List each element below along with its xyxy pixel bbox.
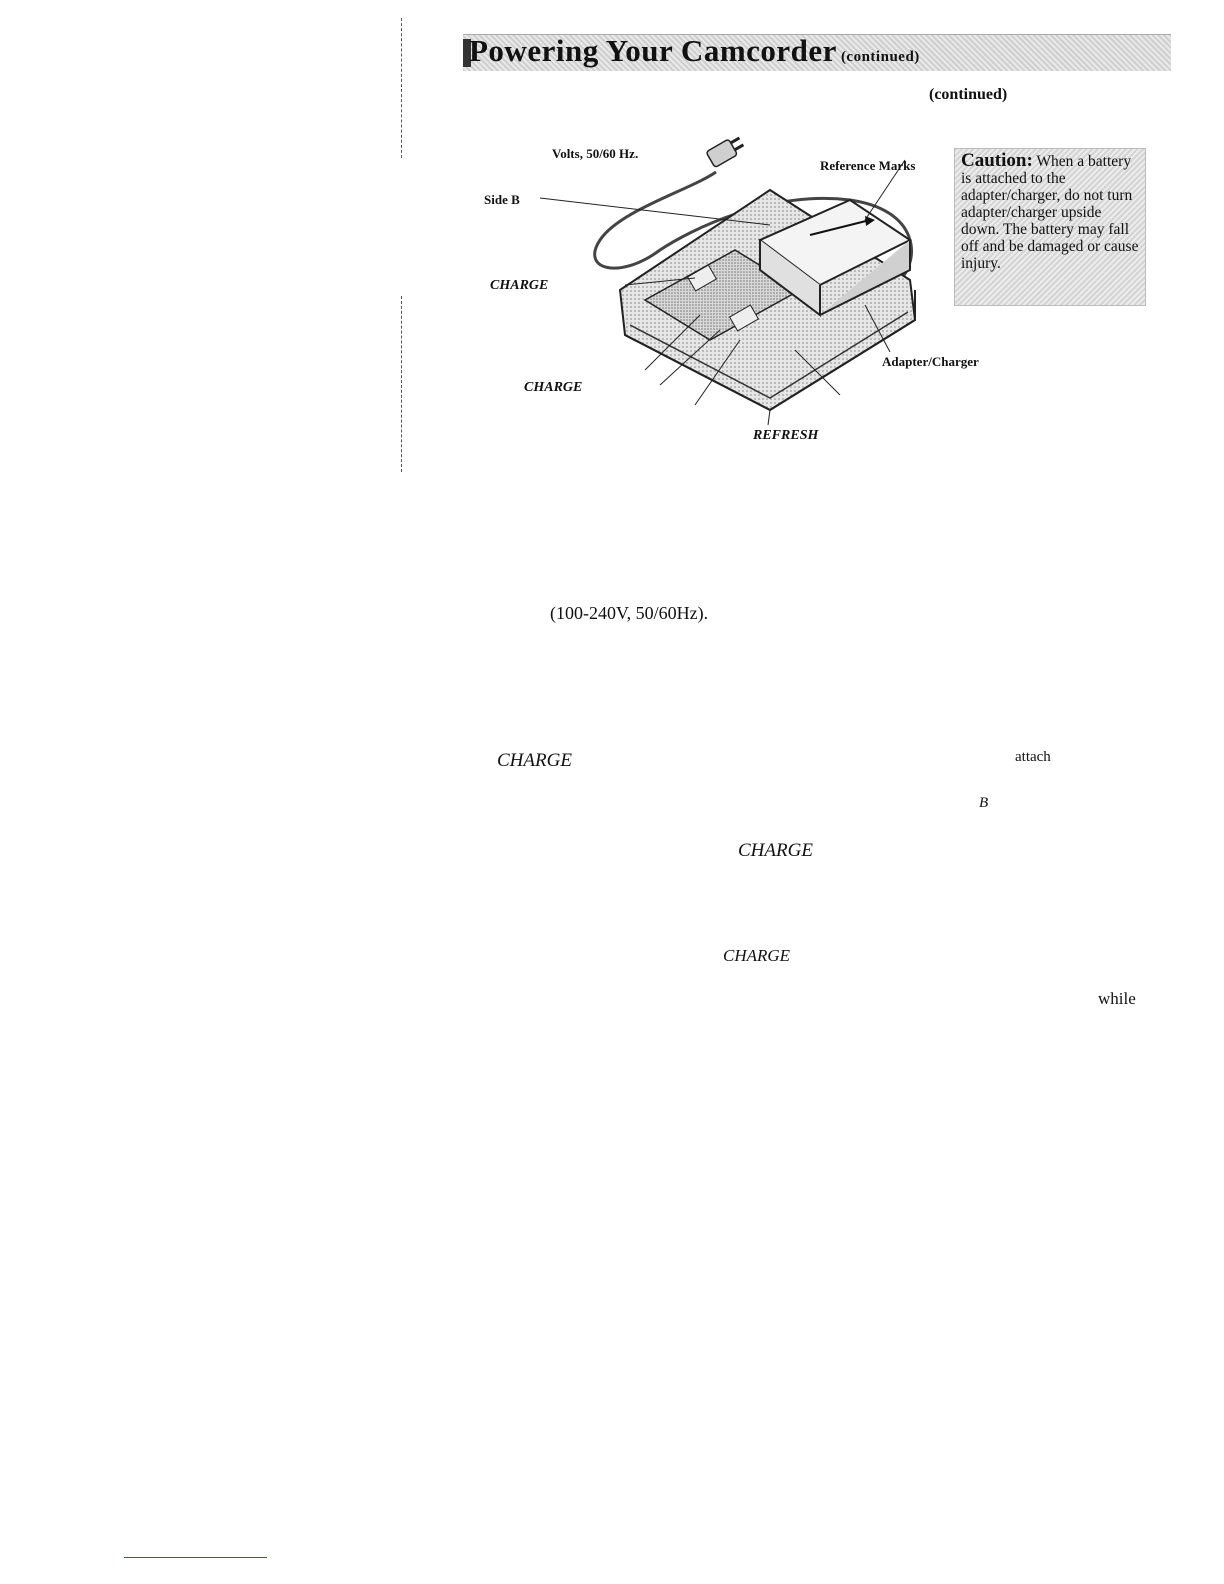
refresh-label: REFRESH — [753, 428, 819, 443]
adapter-charger-illustration — [539, 136, 917, 426]
body-charge-2: CHARGE — [738, 840, 813, 861]
side-b-label: Side B — [484, 192, 520, 207]
charge-label-upper: CHARGE — [490, 278, 549, 293]
body-charge-3: CHARGE — [723, 946, 791, 965]
caution-box: Caution: When a battery is attached to t… — [954, 148, 1146, 306]
adapter-charger-label: Adapter/Charger — [882, 354, 979, 369]
page-header-band: Powering Your Camcorder(continued) — [463, 33, 1171, 71]
body-b-letter: B — [979, 795, 989, 811]
reference-marks-label: Reference Marks — [820, 158, 916, 173]
caution-text: When a battery is attached to the adapte… — [961, 153, 1139, 272]
margin-rule-lower — [401, 296, 402, 472]
page-title-text: Powering Your Camcorder — [469, 33, 837, 68]
page-title: Powering Your Camcorder(continued) — [463, 33, 920, 69]
margin-rule — [401, 18, 402, 158]
voltage-spec: (100-240V, 50/60Hz). — [550, 603, 709, 623]
page-title-suffix: (continued) — [840, 49, 920, 65]
footnote-rule — [124, 1557, 267, 1558]
body-charge-1: CHARGE — [497, 750, 572, 771]
body-attach: attach — [1015, 749, 1051, 765]
continued-label: (continued) — [929, 86, 1008, 103]
caution-heading: Caution: — [961, 150, 1033, 171]
charge-label-lower: CHARGE — [524, 380, 583, 395]
volts-label: Volts, 50/60 Hz. — [552, 146, 639, 161]
header-marker — [463, 39, 471, 67]
body-while: while — [1098, 989, 1136, 1008]
